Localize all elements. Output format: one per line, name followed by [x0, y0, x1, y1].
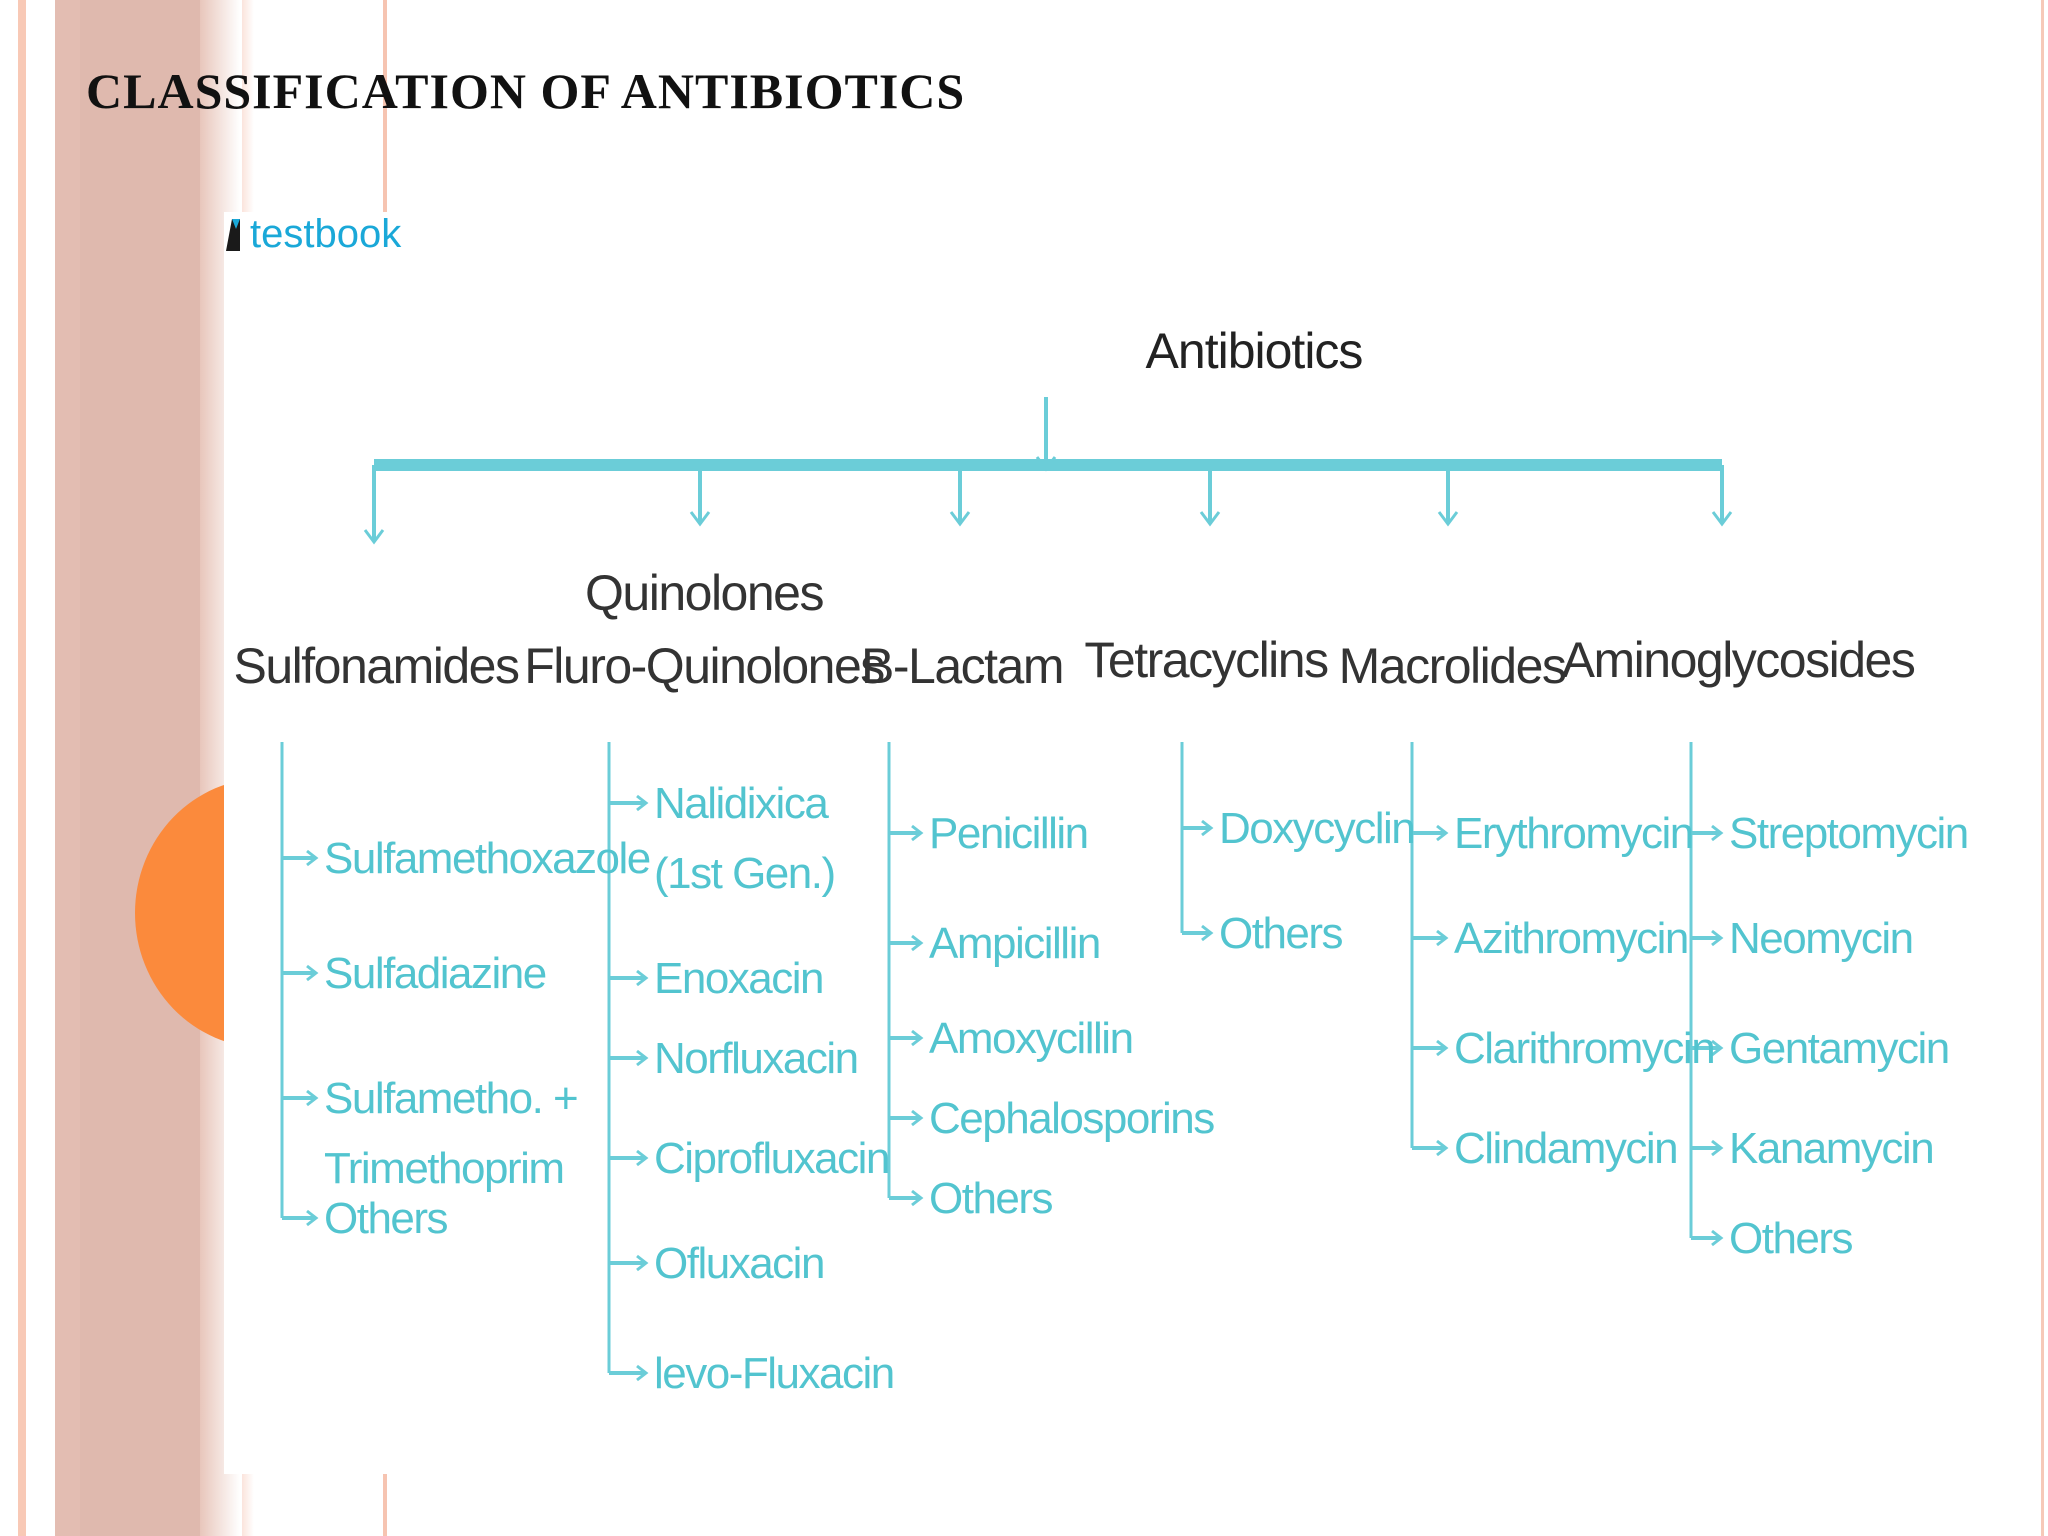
antibiotic-item: Streptomycin: [1729, 809, 1969, 858]
item-arrow-head: [911, 1109, 924, 1127]
item-arrow-head: [306, 1209, 319, 1227]
branch-arrow-head: [949, 511, 971, 527]
testbook-logo: testbook: [224, 212, 401, 257]
item-arrow-head: [1711, 1229, 1724, 1247]
item-arrow-head: [636, 1364, 649, 1382]
branch-arrow-head: [689, 511, 711, 527]
category-label: Aminoglycosides: [1561, 632, 1916, 688]
antibiotic-item: Sulfametho. +: [324, 1074, 579, 1123]
antibiotic-item: Others: [929, 1174, 1054, 1223]
item-arrow-head: [911, 934, 924, 952]
item-arrow-head: [1711, 824, 1724, 842]
logo-text: testbook: [250, 212, 402, 256]
antibiotic-item: Neomycin: [1729, 914, 1914, 963]
item-arrow-head: [636, 1049, 649, 1067]
antibiotic-item: Trimethoprim: [324, 1144, 565, 1193]
border-stripe: [18, 0, 26, 1536]
item-arrow-head: [1201, 819, 1214, 837]
antibiotic-item: Sulfamethoxazole: [324, 834, 651, 883]
item-arrow-head: [1436, 929, 1449, 947]
border-line: [2041, 0, 2044, 1536]
antibiotic-item: Ciprofluxacin: [654, 1134, 890, 1183]
item-arrow-head: [911, 1029, 924, 1047]
antibiotic-item: Enoxacin: [654, 954, 825, 1003]
antibiotic-item: Clindamycin: [1454, 1124, 1679, 1173]
slide-title: CLASSIFICATION OF ANTIBIOTICS: [86, 63, 966, 119]
antibiotic-item: Ofluxacin: [654, 1239, 825, 1288]
antibiotic-item: Cephalosporins: [929, 1094, 1215, 1143]
antibiotic-item: Azithromycin: [1454, 914, 1689, 963]
antibiotic-item: Others: [324, 1194, 449, 1243]
category-label: Fluro-Quinolones: [524, 638, 885, 694]
item-arrow-head: [636, 1149, 649, 1167]
branch-arrow-head: [1711, 511, 1733, 527]
antibiotic-item: Clarithromycin: [1454, 1024, 1716, 1073]
branch-arrow-head: [1199, 511, 1221, 527]
item-arrow-head: [306, 1089, 319, 1107]
category-label: B-Lactam: [861, 638, 1064, 694]
item-arrow-head: [1711, 1139, 1724, 1157]
item-arrow-head: [911, 1189, 924, 1207]
item-arrow-head: [1436, 1139, 1449, 1157]
antibiotic-item: Kanamycin: [1729, 1124, 1935, 1173]
root-node-label: Antibiotics: [1145, 323, 1364, 379]
antibiotic-item: Norfluxacin: [654, 1034, 859, 1083]
antibiotic-item: Gentamycin: [1729, 1024, 1950, 1073]
diagram-connectors: [280, 397, 1733, 1382]
item-arrow-head: [1436, 1039, 1449, 1057]
item-arrow-head: [911, 824, 924, 842]
item-arrow-head: [1711, 929, 1724, 947]
antibiotic-item: Amoxycillin: [929, 1014, 1134, 1063]
antibiotic-item: Penicillin: [929, 809, 1089, 858]
item-arrow-head: [636, 794, 649, 812]
antibiotic-item: Sulfadiazine: [324, 949, 547, 998]
item-arrow-head: [306, 964, 319, 982]
antibiotic-item: Nalidixica: [654, 779, 829, 828]
branch-arrow-head: [363, 529, 385, 545]
antibiotic-item: (1st Gen.): [654, 849, 836, 898]
item-arrow-head: [636, 1254, 649, 1272]
category-label: Sulfonamides: [233, 638, 520, 694]
category-label: Macrolides: [1338, 638, 1567, 694]
antibiotic-item: Others: [1219, 909, 1344, 958]
item-arrow-head: [1711, 1039, 1724, 1057]
item-arrow-head: [636, 969, 649, 987]
item-arrow-head: [306, 849, 319, 867]
antibiotic-item: Ampicillin: [929, 919, 1101, 968]
branch-arrow-head: [1437, 511, 1459, 527]
antibiotic-item: levo-Fluxacin: [654, 1349, 895, 1398]
item-arrow-head: [1436, 824, 1449, 842]
category-label-line1: Quinolones: [585, 565, 824, 621]
testbook-logo-icon: [226, 218, 240, 251]
category-label: Tetracyclins: [1084, 632, 1329, 688]
antibiotic-item: Erythromycin: [1454, 809, 1694, 858]
border-stripe: [80, 0, 200, 1536]
antibiotic-item: Others: [1729, 1214, 1854, 1263]
item-arrow-head: [1201, 924, 1214, 942]
antibiotic-item: Doxycyclin: [1219, 804, 1416, 853]
